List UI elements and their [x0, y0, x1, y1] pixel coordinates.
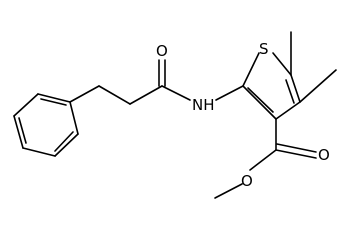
amide-nh-label: NH	[192, 96, 215, 114]
ester-carbonyl-oxygen-label: O	[318, 146, 330, 164]
thiophene-double-bond-inner	[285, 79, 295, 104]
sulfur-label: S	[259, 40, 269, 58]
nh-to-ring-bond	[215, 85, 244, 101]
amide-carbonyl: O	[156, 42, 168, 87]
amide-c-n-bond	[161, 85, 191, 101]
amide-oxygen-label: O	[156, 42, 168, 60]
ester-group: O O	[214, 118, 330, 199]
thiophene-ring: S	[242, 40, 301, 120]
methyl-c4-bond	[299, 69, 337, 103]
benzene-ring	[13, 93, 79, 157]
propanoyl-chain	[69, 85, 163, 105]
ester-ether-oxygen-label: O	[241, 172, 253, 190]
molecule-structure: O NH S O O	[13, 31, 337, 199]
